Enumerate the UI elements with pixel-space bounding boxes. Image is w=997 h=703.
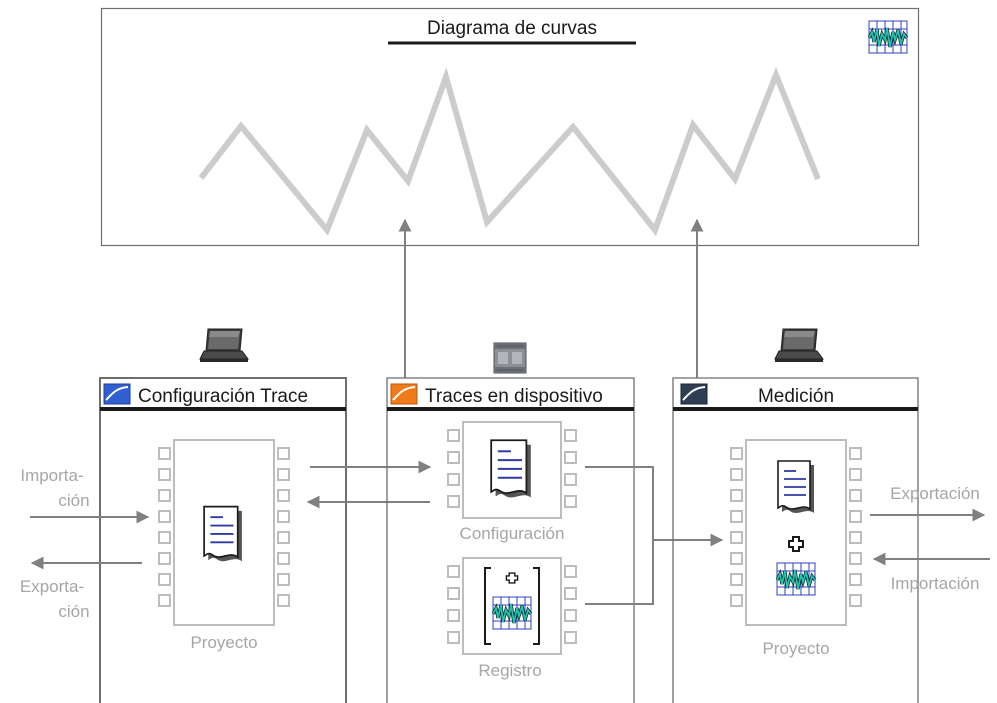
- panel-configuracion-trace: Configuración Trace Proyecto: [99, 377, 347, 703]
- laptop-icon: [199, 328, 249, 363]
- project-chip: [158, 439, 290, 626]
- bracket-right: [533, 567, 540, 645]
- left-export-label-line1: Exporta-: [20, 577, 84, 596]
- measurement-icon: [680, 383, 708, 405]
- connector-device-merge: [585, 466, 654, 605]
- chip-label-proyecto: Proyecto: [762, 639, 829, 658]
- left-import-label-line1: Importa-: [20, 466, 83, 485]
- measurement-icon-curve: [682, 386, 706, 401]
- trace-config-icon: [103, 383, 131, 405]
- bracket-left: [484, 567, 491, 645]
- panel-medicion: Medición Proyecto: [672, 377, 919, 703]
- document-icon: [203, 505, 243, 563]
- left-import-label-line2: ción: [58, 491, 89, 510]
- curve-waveform: [198, 66, 821, 237]
- trace-chart-icon: [868, 20, 908, 54]
- chip-label-registro: Registro: [478, 661, 541, 680]
- laptop-icon: [774, 328, 824, 363]
- plc-device-icon: [493, 342, 527, 374]
- panel-title-medicion: Medición: [758, 386, 834, 407]
- trace-device-icon-curve: [392, 386, 416, 401]
- left-export-label-line2: ción: [58, 602, 89, 621]
- chip-label-proyecto: Proyecto: [190, 633, 257, 652]
- configuration-chip: [447, 421, 577, 519]
- document-icon: [490, 439, 532, 499]
- project-chip: [730, 439, 862, 626]
- trace-config-icon-curve: [105, 386, 129, 401]
- panel-traces-en-dispositivo: Traces en dispositivo Configuración Regi…: [386, 377, 635, 703]
- trace-device-icon: [390, 383, 418, 405]
- right-export-label: Exportación: [890, 484, 980, 503]
- registro-chip: [447, 557, 577, 655]
- right-import-label: Importación: [891, 574, 980, 593]
- chip-label-configuracion: Configuración: [460, 524, 565, 543]
- trace-chart-icon: [492, 596, 532, 630]
- panel-title-traces-en-dispositivo: Traces en dispositivo: [425, 386, 603, 407]
- panel-title-configuracion-trace: Configuración Trace: [138, 386, 308, 407]
- document-icon: [777, 460, 815, 514]
- trace-chart-icon: [776, 562, 816, 596]
- curve-diagram-title: Diagrama de curvas: [427, 18, 597, 39]
